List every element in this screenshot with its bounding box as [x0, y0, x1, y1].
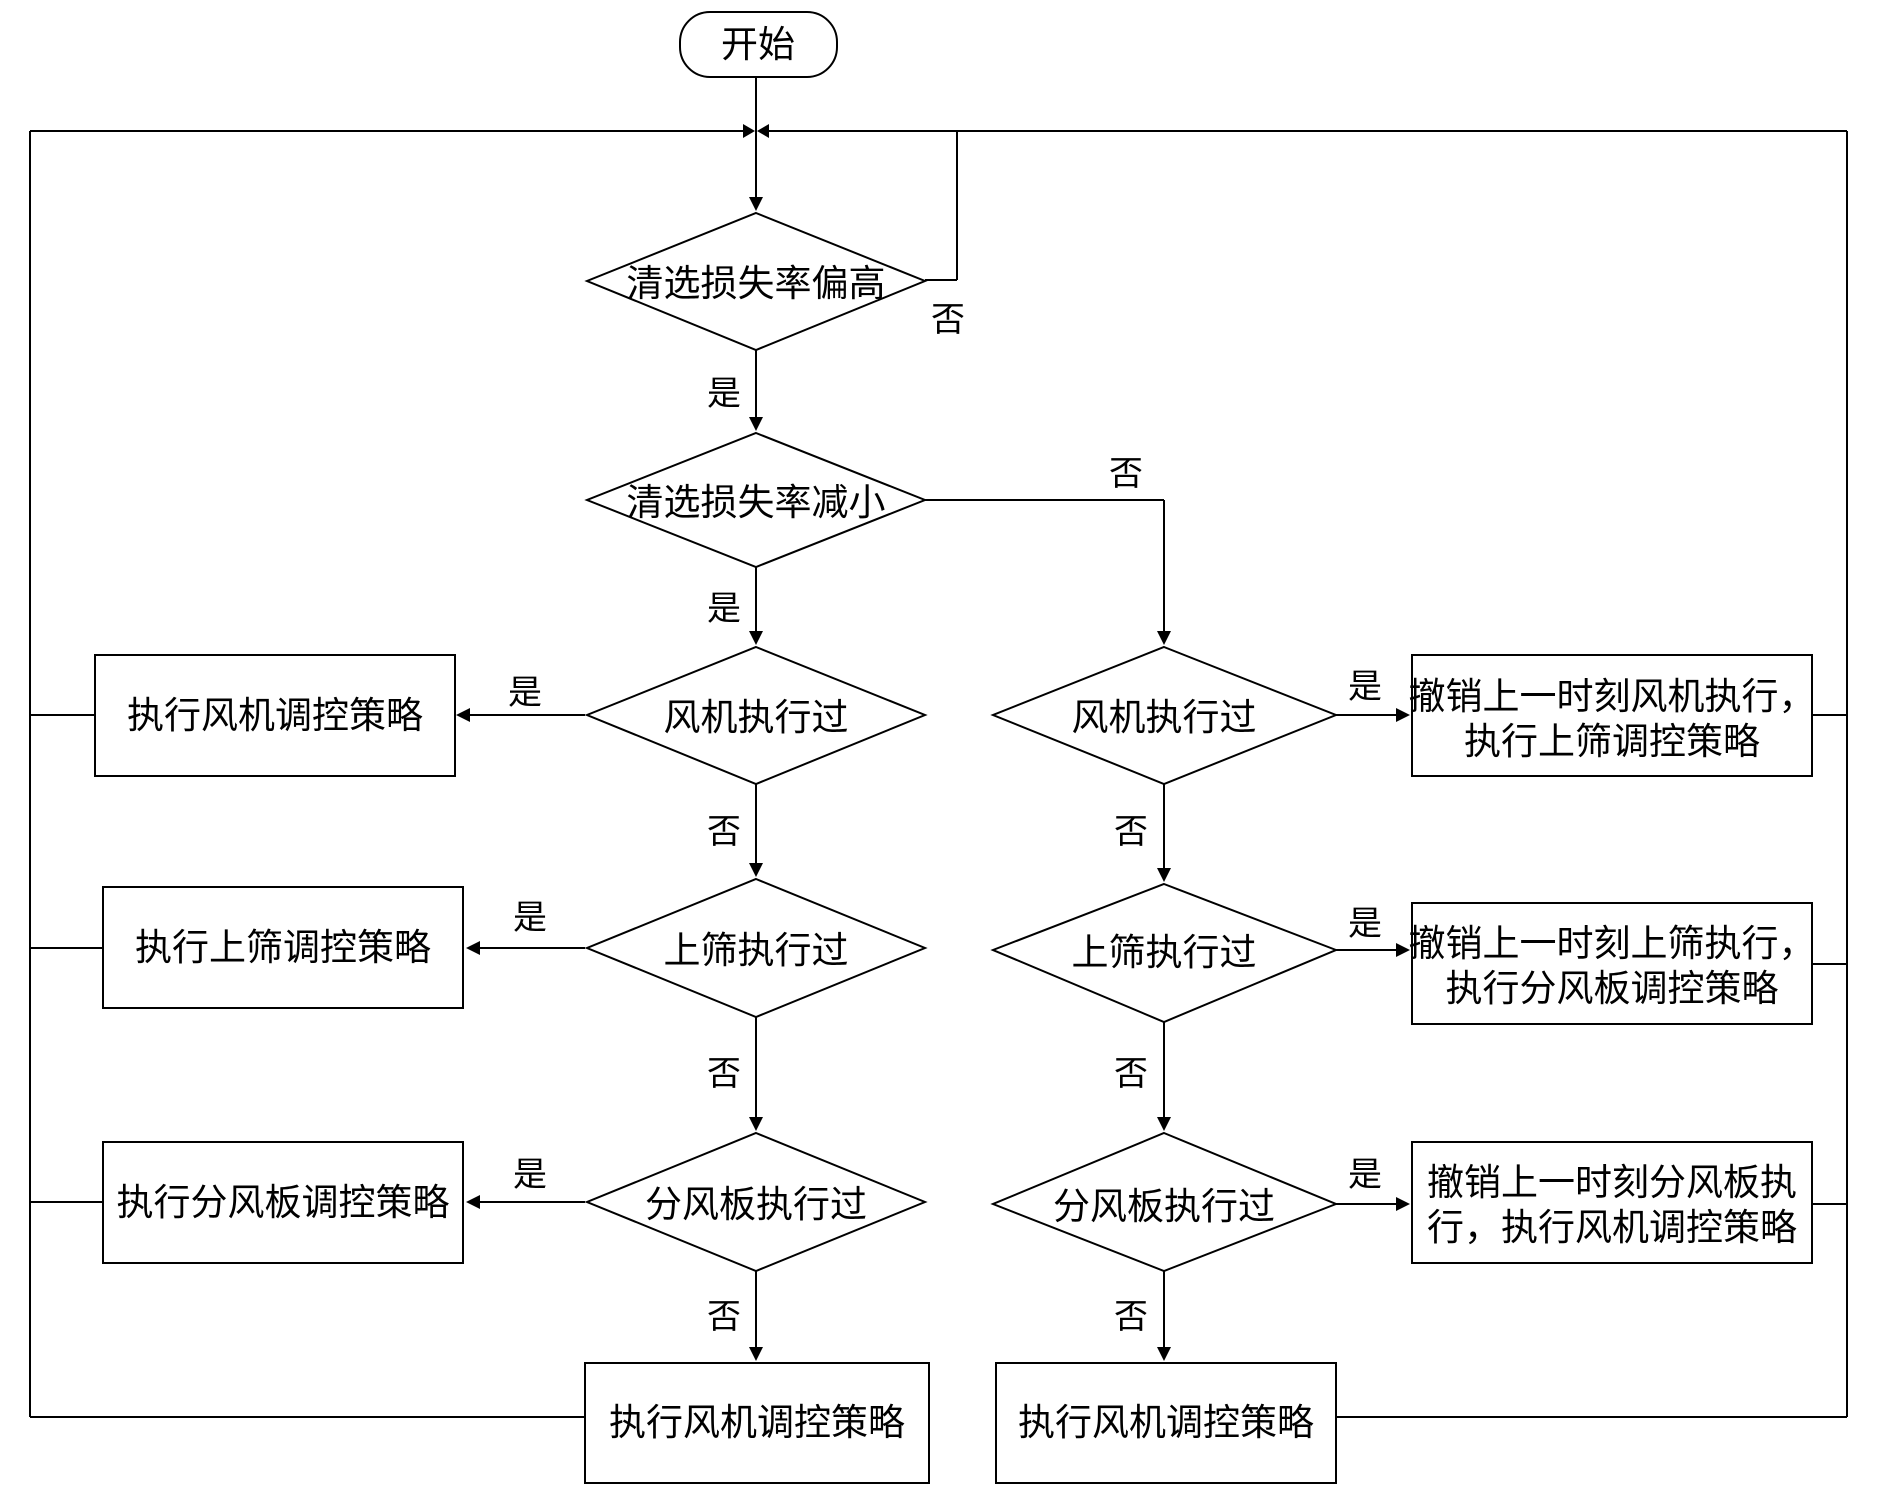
process-left-fan-label: 执行风机调控策略: [127, 694, 423, 737]
decision-left-fan-done: 风机执行过: [584, 645, 928, 786]
process-right-revoke-sieve-line2: 执行分风板调控策略: [1446, 967, 1779, 1010]
branch-labels: 否 是 否 是 是 否 是 否 是 否 是 否 是 否 是 否: [508, 300, 1382, 1337]
start-label: 开始: [721, 23, 795, 66]
decision-right-fan-done: 风机执行过: [990, 645, 1339, 786]
label-no-loss-reduced: 否: [1109, 454, 1143, 494]
label-yes-left-fan: 是: [508, 673, 542, 713]
decision-loss-reduced-label: 清选损失率减小: [627, 481, 886, 524]
decision-right-sieve-done: 上筛执行过: [990, 882, 1339, 1024]
decision-left-sieve-done: 上筛执行过: [584, 877, 928, 1019]
label-yes-left-board: 是: [513, 1155, 547, 1195]
process-left-board: 执行分风板调控策略: [102, 1141, 464, 1264]
decision-right-sieve-done-label: 上筛执行过: [1072, 931, 1257, 974]
label-no-left-sieve: 否: [707, 1054, 741, 1094]
process-right-revoke-board: 撤销上一时刻分风板执 行，执行风机调控策略: [1411, 1141, 1813, 1264]
process-right-revoke-fan-line1: 撤销上一时刻风机执行，: [1409, 675, 1816, 718]
process-center-left-fan-label: 执行风机调控策略: [609, 1401, 905, 1444]
decision-left-board-done: 分风板执行过: [584, 1131, 928, 1273]
process-center-left-fan: 执行风机调控策略: [584, 1362, 930, 1484]
label-yes-loss-reduced: 是: [707, 589, 741, 629]
decision-right-fan-done-label: 风机执行过: [1072, 696, 1257, 739]
process-left-sieve-label: 执行上筛调控策略: [135, 926, 431, 969]
label-yes-right-fan: 是: [1348, 667, 1382, 707]
label-no-right-sieve: 否: [1114, 1054, 1148, 1094]
process-left-board-label: 执行分风板调控策略: [117, 1181, 450, 1224]
process-right-revoke-board-line2: 行，执行风机调控策略: [1427, 1206, 1797, 1249]
process-left-fan: 执行风机调控策略: [94, 654, 456, 777]
label-no-right-fan: 否: [1114, 812, 1148, 852]
process-left-sieve: 执行上筛调控策略: [102, 886, 464, 1009]
label-yes-left-sieve: 是: [513, 898, 547, 938]
label-yes-right-board: 是: [1348, 1155, 1382, 1195]
decision-loss-reduced: 清选损失率减小: [584, 431, 928, 569]
connectors: [29, 77, 1848, 1418]
process-right-revoke-fan: 撤销上一时刻风机执行， 执行上筛调控策略: [1409, 654, 1816, 777]
process-right-revoke-board-line1: 撤销上一时刻分风板执: [1427, 1161, 1797, 1204]
label-no-left-board: 否: [707, 1297, 741, 1337]
decision-left-board-done-label: 分风板执行过: [645, 1183, 867, 1226]
decision-loss-high: 清选损失率偏高: [584, 211, 928, 352]
process-center-right-fan-label: 执行风机调控策略: [1018, 1401, 1314, 1444]
label-no-loss-high: 否: [931, 300, 965, 340]
decision-right-board-done: 分风板执行过: [990, 1131, 1339, 1273]
label-yes-loss-high: 是: [707, 374, 741, 414]
process-right-revoke-sieve: 撤销上一时刻上筛执行， 执行分风板调控策略: [1409, 902, 1816, 1025]
label-no-right-board: 否: [1114, 1297, 1148, 1337]
process-right-revoke-fan-line2: 执行上筛调控策略: [1464, 720, 1760, 763]
label-no-left-fan: 否: [707, 812, 741, 852]
process-right-revoke-sieve-line1: 撤销上一时刻上筛执行，: [1409, 922, 1816, 965]
decision-left-fan-done-label: 风机执行过: [664, 696, 849, 739]
arrowheads: [456, 124, 1410, 1361]
decision-left-sieve-done-label: 上筛执行过: [664, 929, 849, 972]
label-yes-right-sieve: 是: [1348, 904, 1382, 944]
process-center-right-fan: 执行风机调控策略: [995, 1362, 1337, 1484]
start-terminal: 开始: [679, 11, 838, 78]
decision-right-board-done-label: 分风板执行过: [1053, 1185, 1275, 1228]
decision-loss-high-label: 清选损失率偏高: [627, 262, 886, 305]
